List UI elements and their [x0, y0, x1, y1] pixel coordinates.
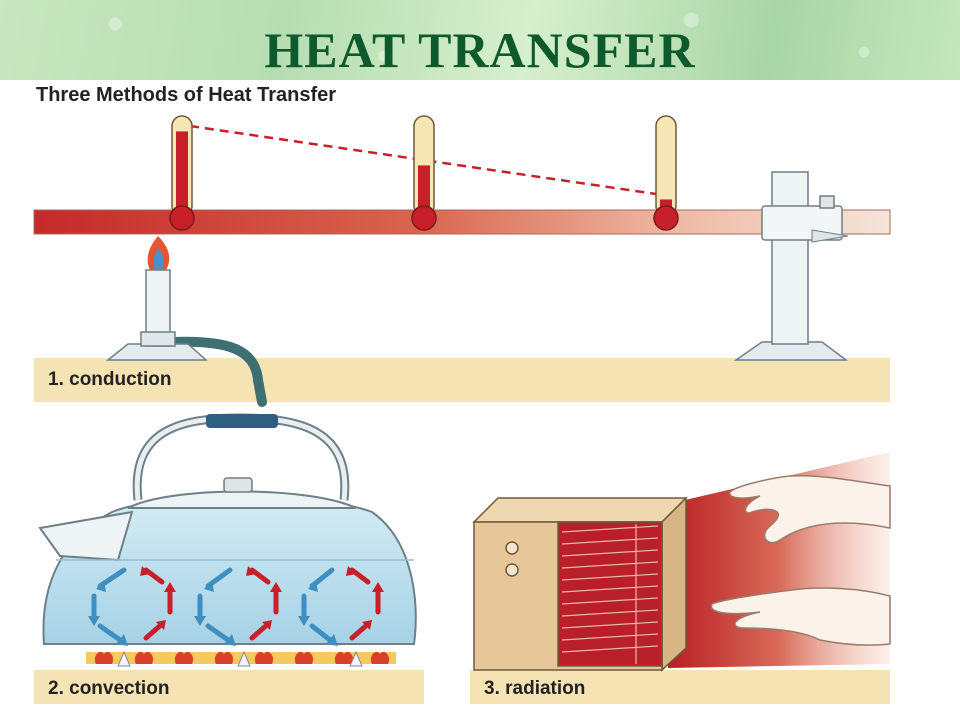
convection-ground — [34, 670, 424, 704]
heater-knob — [505, 563, 519, 577]
cool-arrow — [309, 623, 333, 643]
cool-arrow — [205, 623, 231, 643]
stand-pole — [771, 171, 809, 345]
radiation-panel: 3. radiation — [470, 452, 891, 704]
thermometer-near-flame — [169, 115, 195, 231]
title-banner: HEAT TRANSFER — [0, 0, 960, 80]
kettle-spout — [38, 510, 134, 562]
stand-base — [733, 341, 849, 361]
thermometer-middle — [411, 115, 437, 231]
conduction-ground — [34, 358, 890, 402]
hand-icon — [710, 474, 891, 646]
burner-base — [105, 343, 208, 361]
banner-texture — [0, 0, 960, 80]
heater-knob — [505, 541, 519, 555]
radiation-label: 3. radiation — [484, 678, 585, 699]
handle-grip — [206, 414, 278, 428]
convection-panel: 2. convection — [34, 413, 424, 704]
subtitle: Three Methods of Heat Transfer — [36, 84, 337, 106]
heater-side — [661, 496, 687, 672]
flame-icon — [147, 236, 170, 270]
burner-collar — [140, 331, 176, 347]
hot-arrow — [349, 567, 371, 585]
flame-icon — [94, 651, 390, 664]
conduction-panel: 1. conduction — [33, 115, 891, 407]
clamp-jaw — [811, 229, 849, 243]
hot-arrow — [249, 621, 271, 641]
convection-label: 2. convection — [48, 678, 169, 699]
page-title: HEAT TRANSFER — [264, 22, 696, 78]
hot-arrow — [249, 567, 271, 585]
radiation-ground — [470, 670, 890, 704]
cool-arrow — [97, 623, 123, 643]
conduction-label: 1. conduction — [48, 369, 172, 390]
temperature-gradient-line — [189, 124, 657, 196]
hot-arrow — [143, 621, 165, 641]
stove-grate — [117, 650, 363, 667]
thermometer-far-end — [653, 115, 679, 231]
arrow-heads — [88, 566, 384, 646]
lid-knob — [223, 477, 253, 493]
clamp-screw — [819, 195, 835, 209]
heating-element-grille — [557, 521, 663, 667]
hot-arrow — [349, 621, 371, 641]
grille-slats — [561, 524, 659, 664]
burner-hose — [167, 336, 267, 407]
kettle-lid — [127, 490, 357, 509]
heater-top — [472, 497, 688, 523]
hot-arrow — [143, 567, 165, 585]
